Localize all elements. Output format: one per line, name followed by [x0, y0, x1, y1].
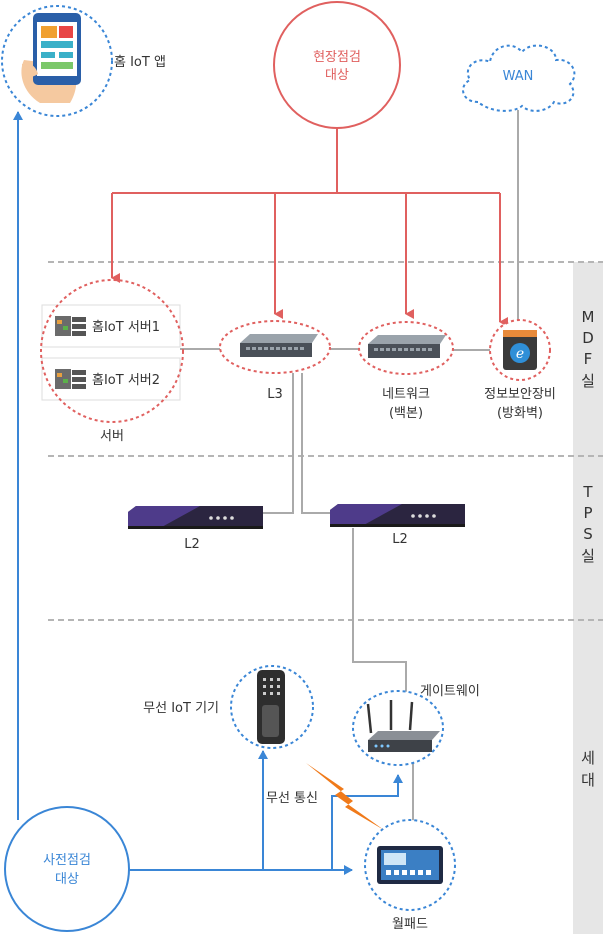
pre-inspection-label-2: 대상	[55, 872, 79, 887]
server-node: 홈IoT 서버1 홈IoT 서버2 서버	[40, 279, 184, 444]
cloud-icon	[462, 44, 576, 112]
pre-inspection-label-1: 사전점검	[43, 853, 91, 868]
zone-label-household: 세 대	[581, 749, 595, 789]
zone-side-bar	[573, 262, 603, 934]
field-inspection-lines	[111, 128, 508, 327]
switch-icon	[368, 335, 446, 358]
firewall-label-1: 정보보안장비	[484, 387, 556, 402]
l2-left-node: L2	[128, 506, 263, 552]
wireless-device-label: 무선 IoT 기기	[143, 701, 219, 716]
server1-label: 홈IoT 서버1	[92, 320, 160, 335]
firewall-node: e 정보보안장비 (방화벽)	[484, 319, 556, 421]
network-label-1: 네트워크	[382, 387, 430, 402]
wallpad-label: 월패드	[392, 917, 428, 932]
l2-switch-icon	[128, 506, 263, 529]
wallpad-icon	[377, 846, 443, 884]
svg-text:대: 대	[581, 771, 595, 789]
pre-inspection-lines	[13, 111, 403, 875]
smartphone-icon	[21, 13, 81, 103]
svg-text:실: 실	[581, 372, 595, 390]
firewall-label-2: (방화벽)	[497, 406, 543, 421]
l2-right-label: L2	[392, 532, 408, 547]
field-inspection-label-1: 현장점검	[313, 50, 361, 65]
wallpad-node: 월패드	[364, 819, 456, 932]
wan-cloud-node: WAN	[462, 44, 576, 112]
server2-label: 홈IoT 서버2	[92, 373, 160, 388]
home-app-label: 홈 IoT 앱	[114, 55, 166, 70]
l2-switch-icon	[330, 504, 465, 527]
field-inspection-node: 현장점검 대상	[273, 1, 401, 129]
field-inspection-label-2: 대상	[325, 68, 349, 83]
zone-label-tps: T P S 실	[581, 483, 595, 565]
wan-label: WAN	[503, 69, 534, 84]
svg-text:P: P	[583, 504, 592, 522]
svg-text:e: e	[516, 346, 524, 362]
svg-text:M: M	[582, 308, 595, 326]
server-group-ring	[40, 279, 184, 423]
l3-node: L3	[219, 320, 331, 402]
svg-text:F: F	[584, 350, 593, 368]
pre-inspection-node: 사전점검 대상	[4, 806, 130, 932]
l2-right-node: L2	[330, 504, 465, 547]
server1-icon	[55, 316, 86, 336]
server2-icon	[55, 369, 86, 389]
wireless-comm-label: 무선 통신	[266, 791, 318, 806]
server-label: 서버	[100, 429, 124, 444]
switch-icon	[240, 334, 318, 357]
firewall-icon: e	[503, 330, 537, 370]
gateway-label: 게이트웨이	[420, 684, 480, 699]
wireless-device-node: 무선 IoT 기기	[143, 665, 314, 749]
router-icon	[366, 700, 440, 752]
svg-text:T: T	[582, 483, 593, 501]
network-node: 네트워크 (백본)	[358, 321, 454, 421]
network-label-2: (백본)	[389, 406, 423, 421]
zone-label-mdf: M D F 실	[581, 308, 595, 390]
svg-text:S: S	[583, 525, 593, 543]
l3-label: L3	[267, 387, 283, 402]
svg-text:세: 세	[581, 749, 595, 767]
wireless-comm: 무선 통신	[266, 763, 384, 830]
door-lock-icon	[257, 670, 285, 744]
svg-text:D: D	[582, 329, 594, 347]
l2-left-label: L2	[184, 537, 200, 552]
lightning-icon	[306, 763, 384, 830]
network-links	[180, 348, 492, 825]
gateway-node: 게이트웨이	[352, 684, 480, 766]
home-app-node: 홈 IoT 앱	[1, 5, 166, 117]
svg-text:실: 실	[581, 547, 595, 565]
